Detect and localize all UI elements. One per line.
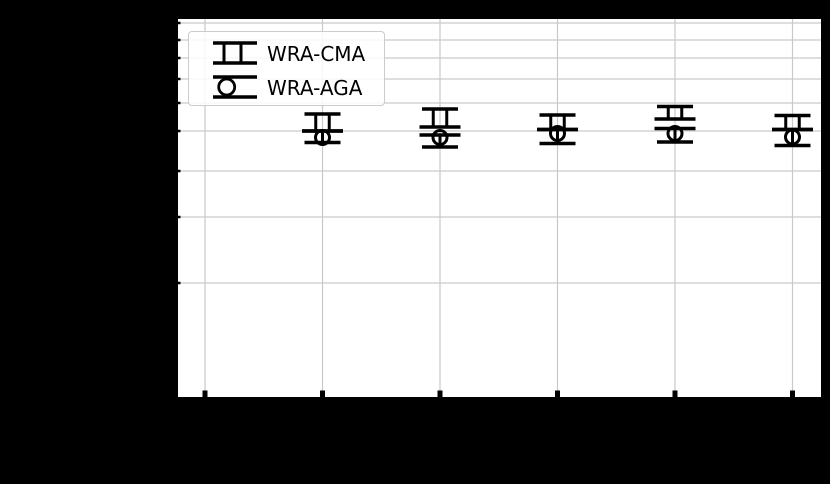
y-axis-tick [178, 77, 181, 81]
aga-circle-marker [314, 129, 331, 146]
legend-label: WRA-CMA [267, 42, 366, 66]
y-axis-tick [178, 215, 181, 219]
y-axis-tick [178, 129, 181, 133]
plot-area: WRA-CMA WRA-AGA [178, 19, 821, 397]
y-axis-tick [178, 169, 181, 173]
x-axis-tick [202, 390, 208, 397]
x-axis-tick [437, 390, 443, 397]
x-axis-tick [672, 390, 678, 397]
y-axis-tick [178, 21, 181, 25]
errorbar-open-circle-icon [213, 75, 257, 99]
legend-item-wra-cma: WRA-CMA [189, 37, 384, 71]
legend-label: WRA-AGA [267, 76, 363, 100]
aga-circle-marker [431, 129, 449, 146]
y-axis-tick [178, 38, 181, 42]
legend: WRA-CMA WRA-AGA [188, 31, 385, 106]
aga-circle-marker [784, 128, 801, 146]
y-axis-tick [178, 281, 181, 285]
y-axis-tick [178, 101, 181, 105]
aga-circle-marker [549, 125, 566, 142]
x-axis-tick [790, 390, 795, 397]
errorbar-double-tick-icon [213, 41, 257, 65]
x-axis-tick [555, 390, 560, 397]
legend-item-wra-aga: WRA-AGA [189, 71, 384, 105]
x-axis-tick [320, 390, 325, 397]
y-axis-tick [178, 56, 181, 60]
aga-circle-marker [666, 125, 684, 142]
